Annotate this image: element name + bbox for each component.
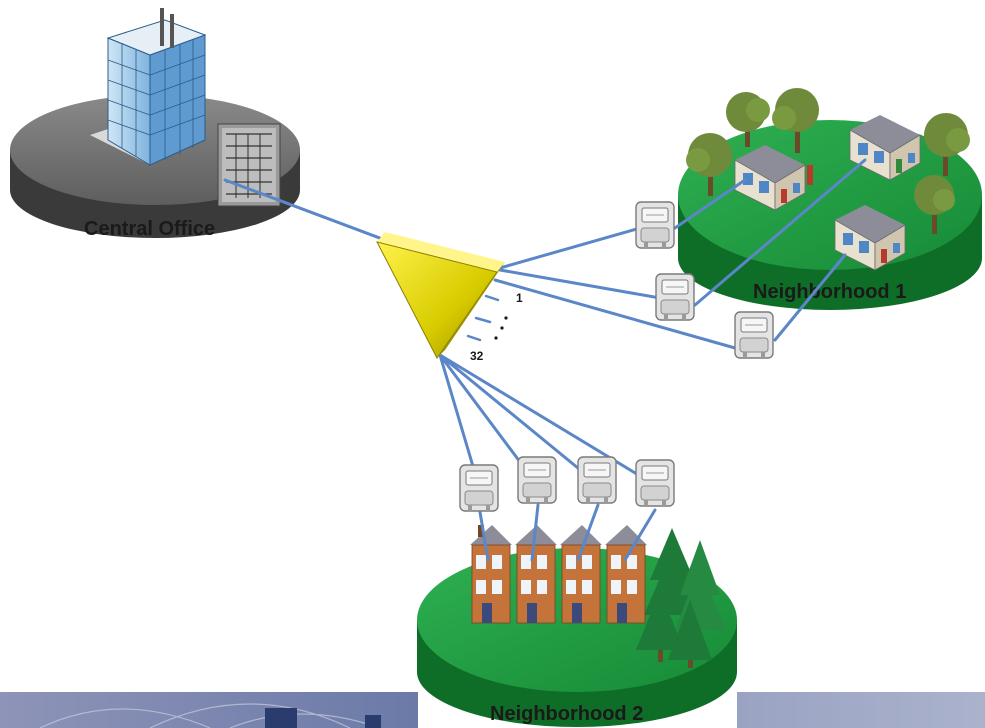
ont-group	[459, 201, 774, 512]
tree-icon	[726, 92, 770, 147]
drop-to-house	[693, 158, 867, 307]
ont-meter-icon	[734, 311, 774, 359]
ont-meter-icon	[517, 456, 557, 504]
tree-icon	[686, 133, 732, 196]
house-icon	[515, 525, 557, 624]
house-icon	[834, 205, 906, 271]
ont-meter-icon	[635, 459, 675, 507]
drop-fiber	[498, 268, 662, 300]
banner-device-2	[365, 715, 381, 728]
drop-fiber	[498, 226, 642, 270]
background-banner-right	[737, 692, 985, 728]
house-icon	[849, 115, 921, 181]
drop-to-house	[673, 178, 747, 230]
house-icon	[560, 525, 602, 624]
tree-icon	[636, 528, 725, 668]
splitter-port-last: 32	[470, 349, 484, 363]
splitter-port-first: 1	[516, 291, 523, 305]
feeder-fiber	[223, 178, 387, 242]
tree-icon	[914, 175, 955, 234]
house-icon	[605, 525, 647, 624]
olt-equipment-icon	[217, 123, 281, 207]
ont-meter-icon	[577, 456, 617, 504]
drop-to-house	[530, 503, 540, 562]
drop-fiber	[438, 353, 657, 487]
banner-device	[265, 708, 297, 728]
splitter-port-dots	[494, 316, 508, 340]
neighborhood-1-label: Neighborhood 1	[753, 281, 906, 303]
house-icon	[470, 525, 512, 624]
neighborhood-2-label: Neighborhood 2	[490, 703, 643, 725]
tree-icon	[924, 113, 970, 176]
tree-icon	[772, 88, 819, 153]
central-office-label: Central Office	[84, 218, 215, 240]
splitter-icon	[376, 232, 505, 359]
drop-to-house	[478, 510, 490, 562]
splitter-port-dashes	[466, 294, 500, 342]
banner-arcs	[39, 703, 381, 728]
background-banner-left	[0, 692, 418, 728]
office-building-icon	[90, 8, 207, 166]
house-icon	[734, 145, 813, 211]
drop-to-house	[576, 503, 600, 562]
ont-meter-icon	[655, 273, 695, 321]
ont-meter-icon	[635, 201, 675, 249]
drop-to-house	[773, 253, 847, 342]
ont-meter-icon	[459, 464, 499, 512]
drop-to-house	[623, 508, 657, 562]
drop-fiber	[493, 278, 737, 350]
drop-fiber	[438, 353, 597, 484]
